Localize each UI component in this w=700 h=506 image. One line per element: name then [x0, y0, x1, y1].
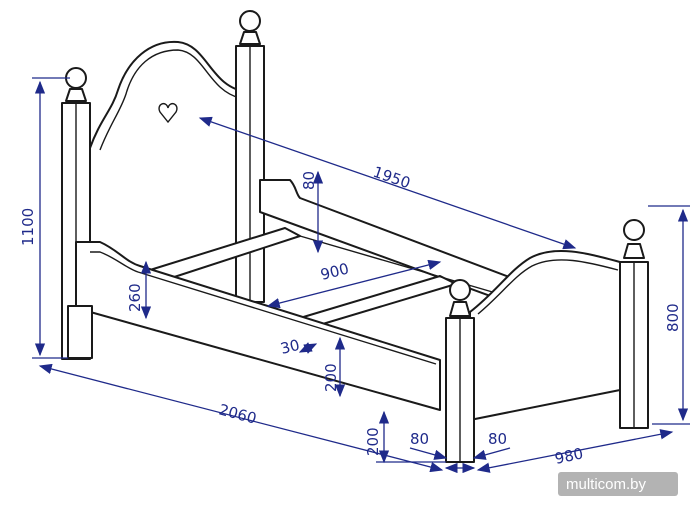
front-right-post [619, 219, 649, 429]
dim-1100: 1100 [19, 208, 37, 246]
dim-80-top: 80 [300, 171, 318, 190]
dim-2060: 2060 [217, 400, 259, 427]
back-right-post [235, 10, 265, 303]
dim-200-leg: 200 [364, 427, 382, 456]
dim-30: 30 [279, 336, 302, 358]
watermark: multicom.by [558, 472, 678, 496]
dim-800: 800 [664, 303, 682, 332]
footboard [469, 250, 621, 421]
near-left-leg [67, 305, 93, 359]
dimension-lines [32, 77, 690, 474]
dim-80-a: 80 [410, 430, 429, 448]
heart-icon [158, 102, 178, 124]
dim-260: 260 [126, 283, 144, 312]
front-left-post [445, 279, 475, 463]
dim-980: 980 [553, 444, 585, 468]
dim-200-side: 200 [322, 363, 340, 392]
dim-80-b: 80 [488, 430, 507, 448]
dim-900: 900 [319, 259, 351, 283]
watermark-text: multicom.by [566, 476, 647, 493]
dim-1950: 1950 [371, 163, 413, 192]
